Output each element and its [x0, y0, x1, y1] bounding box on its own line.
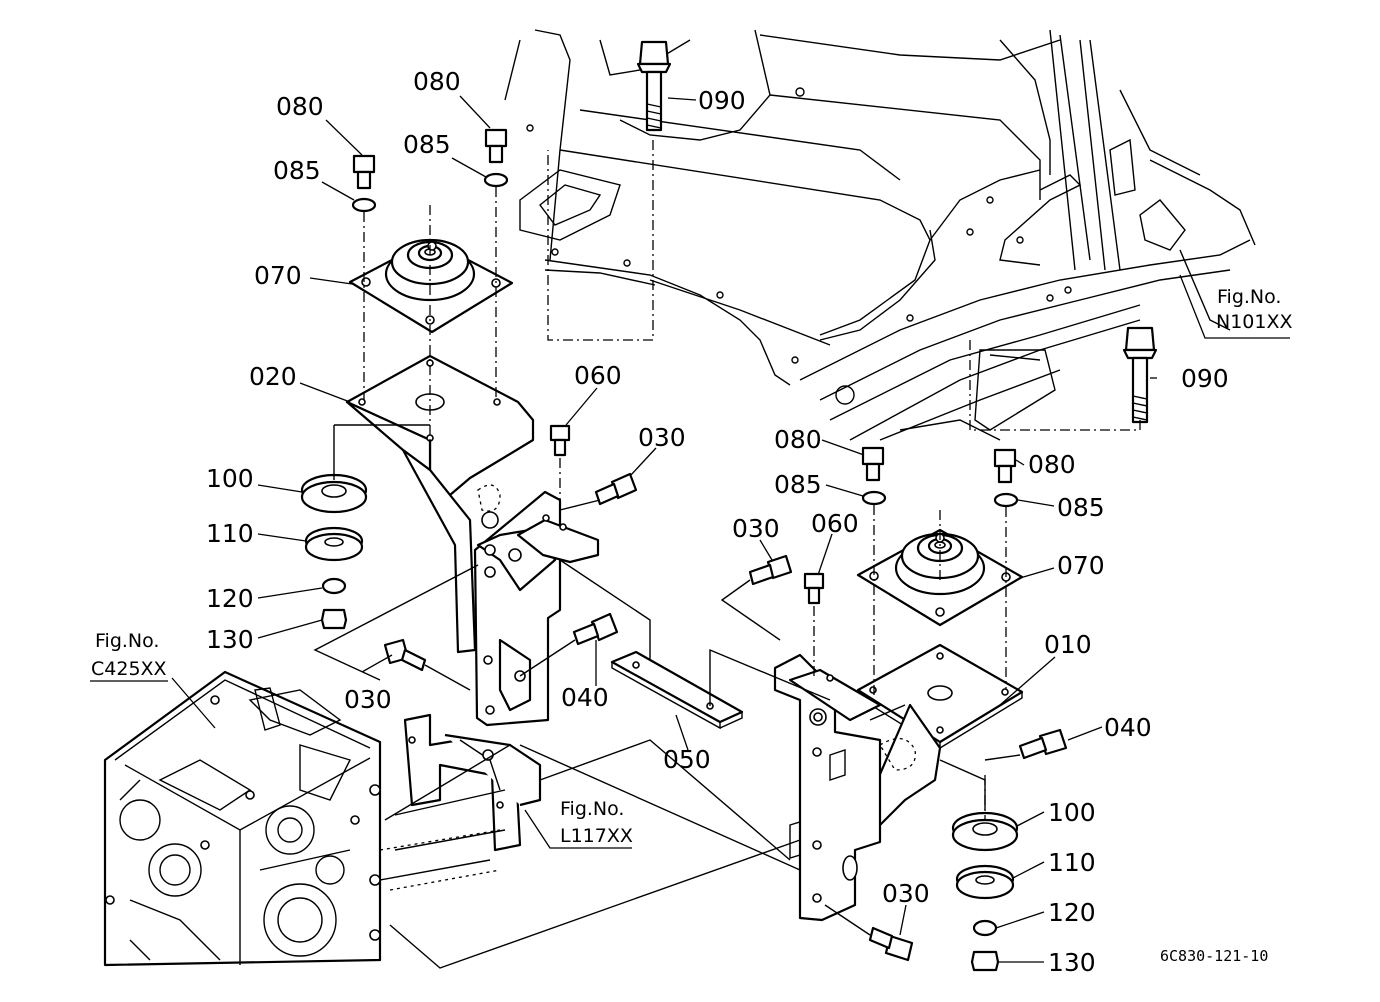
- label-080: 080: [413, 67, 461, 96]
- bolt-080-right-b: [993, 448, 1017, 484]
- label-120: 120: [206, 584, 254, 613]
- bolt-080-left-b: [484, 128, 508, 164]
- fig-ref-line1: Fig.No.: [560, 798, 624, 820]
- label-020: 020: [249, 362, 297, 391]
- callouts-left: 080 080 085 085 090 070 020 060 030 030 …: [206, 67, 746, 774]
- transmission-housing: [103, 670, 382, 967]
- label-030: 030: [732, 514, 780, 543]
- bolt-040-right: [1018, 728, 1068, 760]
- bolt-080-right-a: [861, 446, 885, 482]
- label-110: 110: [1048, 848, 1096, 877]
- fig-ref-line1: Fig.No.: [95, 630, 159, 652]
- figure-ref-l117: Fig.No. L117XX: [560, 798, 633, 847]
- bolt-060-left: [549, 424, 571, 457]
- label-040: 040: [1104, 713, 1152, 742]
- fig-ref-line2: N101XX: [1216, 311, 1293, 333]
- bolt-030-right-a: [748, 554, 793, 586]
- cushion-mount-left-070: [348, 238, 514, 334]
- label-010: 010: [1044, 630, 1092, 659]
- leader-lines: [90, 95, 1290, 963]
- label-060: 060: [811, 509, 859, 538]
- label-060: 060: [574, 361, 622, 390]
- label-085: 085: [403, 130, 451, 159]
- label-070: 070: [1057, 551, 1105, 580]
- label-080: 080: [276, 92, 324, 121]
- figure-ref-n101: Fig.No. N101XX: [1216, 286, 1293, 333]
- label-030: 030: [638, 423, 686, 452]
- label-040: 040: [561, 683, 609, 712]
- chassis-frame: [504, 29, 1256, 441]
- label-080: 080: [1028, 450, 1076, 479]
- mount-bracket-left-020: [345, 354, 535, 654]
- washer-085-right-b: [993, 492, 1019, 508]
- bolt-040-left: [572, 612, 619, 646]
- assembly-lines: [313, 140, 1141, 969]
- label-090: 090: [698, 86, 746, 115]
- bolt-060-right: [803, 572, 825, 605]
- washer-085-right-a: [861, 490, 887, 506]
- bolt-030-right-b: [868, 926, 914, 962]
- bolt-090-left: [636, 40, 672, 132]
- label-050: 050: [663, 745, 711, 774]
- drawing-code: 6C830-121-10: [1160, 947, 1268, 965]
- label-100: 100: [206, 464, 254, 493]
- washer-085-left-a: [351, 197, 377, 213]
- side-plate-right: [773, 653, 882, 922]
- side-plate-left: [473, 490, 600, 727]
- fig-ref-line1: Fig.No.: [1217, 286, 1281, 308]
- label-030: 030: [344, 685, 392, 714]
- label-030: 030: [882, 879, 930, 908]
- fig-ref-line2: L117XX: [560, 825, 633, 847]
- label-080: 080: [774, 425, 822, 454]
- label-100: 100: [1048, 798, 1096, 827]
- label-085: 085: [273, 156, 321, 185]
- stack-left: [300, 473, 368, 630]
- label-085: 085: [774, 470, 822, 499]
- bolt-030-left-a: [594, 472, 638, 506]
- label-130: 130: [1048, 948, 1096, 977]
- washer-085-left-b: [483, 172, 509, 188]
- figure-ref-c425: Fig.No. C425XX: [91, 630, 167, 680]
- label-110: 110: [206, 519, 254, 548]
- support-bracket-l117: [379, 713, 542, 881]
- label-090: 090: [1181, 364, 1229, 393]
- label-120: 120: [1048, 898, 1096, 927]
- label-070: 070: [254, 261, 302, 290]
- stack-right: [951, 811, 1019, 972]
- fig-ref-line2: C425XX: [91, 658, 167, 680]
- bolt-080-left-a: [352, 154, 376, 190]
- label-130: 130: [206, 625, 254, 654]
- callouts-right: 090 080 080 085 085 030 060 070 010 040 …: [732, 364, 1229, 977]
- label-085: 085: [1057, 493, 1105, 522]
- bolt-090-right: [1122, 326, 1158, 424]
